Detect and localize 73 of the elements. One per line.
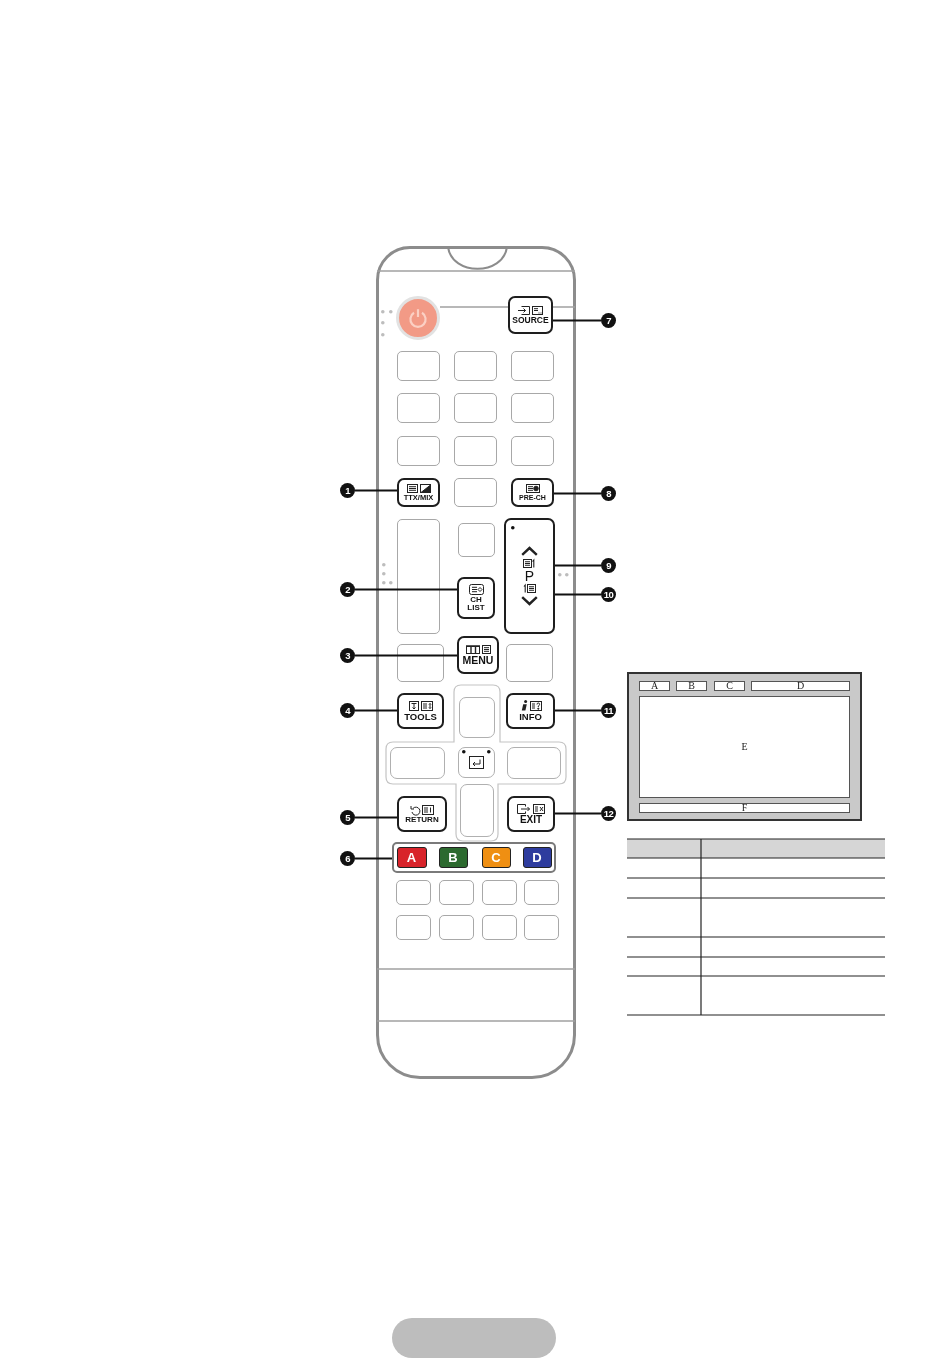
remote-key xyxy=(439,915,474,940)
screen-region: C xyxy=(714,681,745,691)
callout-number: 11 xyxy=(601,703,616,718)
remote-key xyxy=(396,880,431,905)
callout-number: 7 xyxy=(601,313,616,328)
remote-key xyxy=(511,436,554,466)
leader-line xyxy=(554,564,602,567)
remote-button: MENU xyxy=(457,636,499,674)
screen-region: F xyxy=(639,803,850,813)
remote-button: SOURCE xyxy=(508,296,553,334)
color-key: C xyxy=(481,846,511,868)
remote-key xyxy=(454,436,497,466)
remote-key xyxy=(511,351,554,381)
remote-button: INFO xyxy=(506,693,555,729)
remote-key xyxy=(506,644,553,682)
leader-line xyxy=(354,816,398,819)
color-key: A xyxy=(396,846,427,868)
color-key: B xyxy=(438,846,468,868)
remote-key xyxy=(397,436,440,466)
remote-key xyxy=(454,393,497,423)
remote-key xyxy=(458,523,495,557)
leader-line xyxy=(554,812,602,815)
remote-button: EXIT xyxy=(507,796,555,832)
nav-key xyxy=(460,784,494,837)
color-key-panel xyxy=(392,842,556,873)
remote-key xyxy=(397,519,440,634)
screen-frame xyxy=(627,672,862,821)
remote-key xyxy=(524,915,559,940)
remote-key xyxy=(396,915,431,940)
remote-key xyxy=(482,915,517,940)
screen-region: A xyxy=(639,681,670,691)
remote-key xyxy=(511,393,554,423)
remote-key xyxy=(397,351,440,381)
nav-key xyxy=(458,747,495,778)
nav-key xyxy=(390,747,445,779)
leader-line xyxy=(552,319,602,322)
leader-line xyxy=(354,709,398,712)
remote-key xyxy=(397,393,440,423)
leader-line xyxy=(553,492,602,495)
callout-number: 12 xyxy=(601,806,616,821)
callout-number: 8 xyxy=(601,486,616,501)
callout-number: 1 xyxy=(340,483,355,498)
screen-region: B xyxy=(676,681,707,691)
remote-key xyxy=(524,880,559,905)
power-button xyxy=(396,296,440,340)
nav-key xyxy=(507,747,561,779)
remote-key xyxy=(439,880,474,905)
callout-number: 4 xyxy=(340,703,355,718)
callout-number: 2 xyxy=(340,582,355,597)
leader-line xyxy=(354,489,398,492)
remote-button: CH LIST xyxy=(457,577,495,619)
remote-button: P xyxy=(504,518,555,634)
callout-number: 6 xyxy=(340,851,355,866)
remote-key xyxy=(454,351,497,381)
callout-number: 3 xyxy=(340,648,355,663)
leader-line xyxy=(554,593,602,596)
remote-button: RETURN xyxy=(397,796,447,832)
callout-number: 5 xyxy=(340,810,355,825)
callout-number: 9 xyxy=(601,558,616,573)
screen-region: D xyxy=(751,681,850,691)
screen-region: E xyxy=(639,696,850,798)
leader-line xyxy=(354,654,458,657)
leader-line xyxy=(354,857,393,860)
remote-key xyxy=(482,880,517,905)
nav-key xyxy=(459,697,495,738)
leader-line xyxy=(554,709,602,712)
leader-line xyxy=(354,588,458,591)
color-key: D xyxy=(522,846,552,868)
remote-body xyxy=(376,246,576,1079)
callout-number: 10 xyxy=(601,587,616,602)
remote-key xyxy=(397,644,444,682)
remote-button: TOOLS xyxy=(397,693,444,729)
remote-key xyxy=(454,478,497,507)
